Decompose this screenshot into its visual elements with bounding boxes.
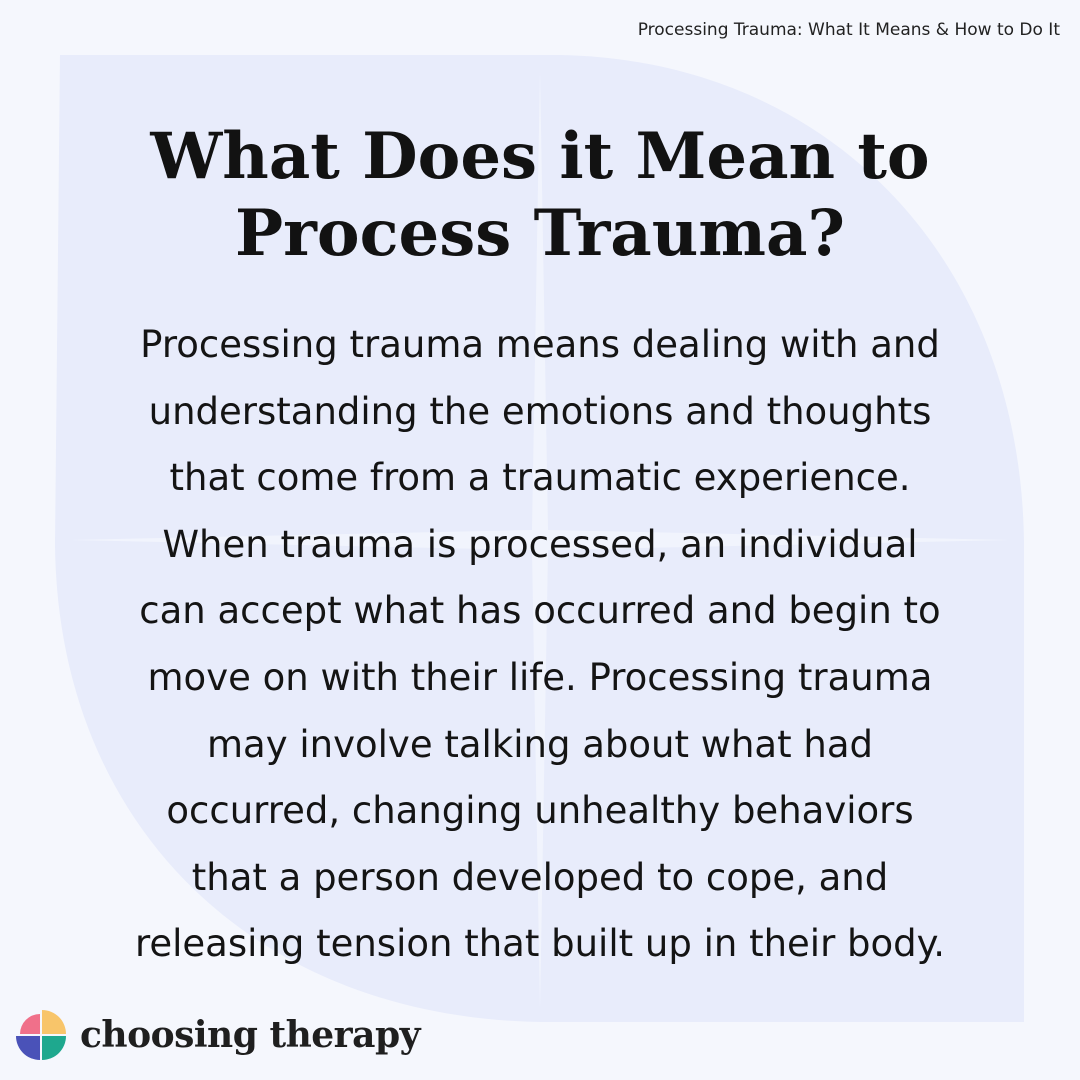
logo-petal-teal bbox=[42, 1036, 66, 1060]
brand-logo: choosing therapy bbox=[14, 1008, 421, 1062]
body-line: that come from a traumatic experience. bbox=[169, 456, 911, 500]
brand-name: choosing therapy bbox=[80, 1014, 421, 1056]
body-line: that a person developed to cope, and bbox=[191, 855, 889, 899]
quadrant-leaf-icon bbox=[16, 1010, 66, 1060]
logo-petal-purple bbox=[16, 1036, 40, 1060]
body-line: releasing tension that built up in their… bbox=[134, 922, 946, 966]
body-line: occurred, changing unhealthy behaviors bbox=[166, 789, 914, 833]
body-line: Processing trauma means dealing with and bbox=[140, 323, 940, 366]
logo-petal-pink bbox=[20, 1014, 40, 1034]
page-caption: Processing Trauma: What It Means & How t… bbox=[637, 20, 1060, 40]
title-line-1: What Does it Mean to bbox=[150, 119, 930, 194]
background-sparkle bbox=[70, 70, 1010, 1010]
logo-petal-yellow bbox=[42, 1010, 66, 1034]
body-line: understanding the emotions and thoughts bbox=[148, 389, 932, 433]
body-line: When trauma is processed, an individual bbox=[162, 522, 918, 566]
body-line: move on with their life. Processing trau… bbox=[147, 655, 933, 699]
body-paragraph: Processing trauma means dealing with and… bbox=[60, 312, 1020, 978]
body-line: can accept what has occurred and begin t… bbox=[139, 589, 941, 633]
page-title: What Does it Mean to Process Trauma? bbox=[40, 118, 1040, 272]
title-line-2: Process Trauma? bbox=[235, 196, 845, 271]
body-line: may involve talking about what had bbox=[207, 722, 873, 766]
